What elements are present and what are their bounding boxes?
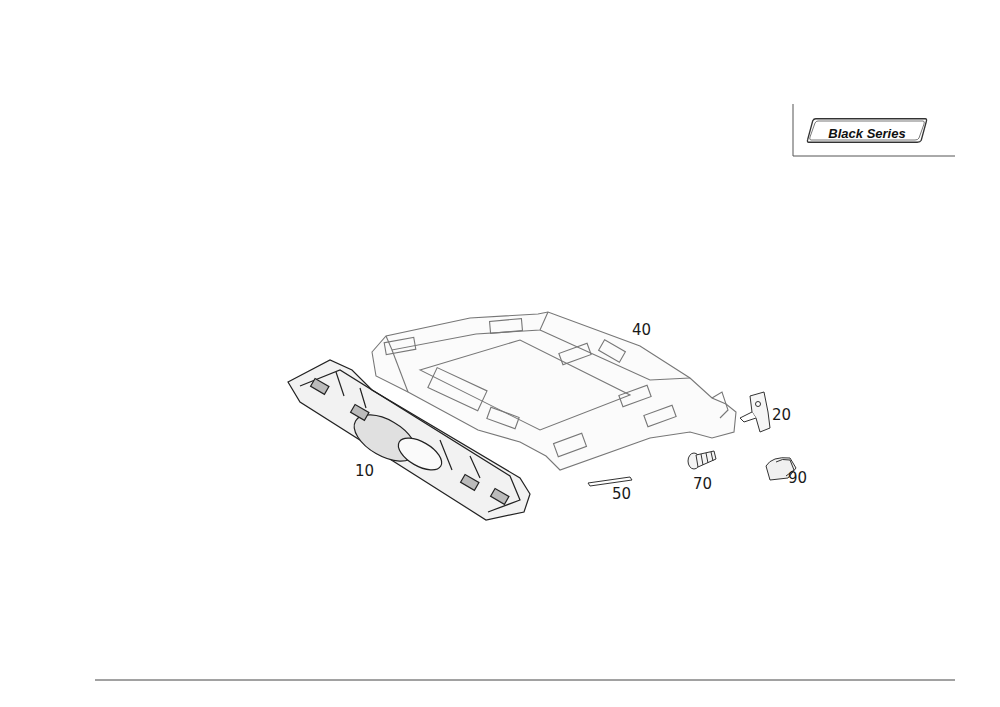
callout-number: 40 [632, 323, 651, 338]
callout-number: 10 [355, 464, 374, 479]
series-badge: Black Series [806, 118, 928, 143]
callout-number: 90 [788, 471, 807, 486]
bolt [688, 451, 716, 469]
callout-number: 70 [693, 477, 712, 492]
frame-corner [793, 104, 955, 156]
rear-panel [288, 360, 530, 520]
strip [588, 477, 632, 486]
bracket [740, 392, 770, 432]
page-rule [95, 680, 955, 681]
callout-number: 20 [772, 408, 791, 423]
badge-text: Black Series [828, 127, 905, 140]
callout-number: 50 [612, 487, 631, 502]
